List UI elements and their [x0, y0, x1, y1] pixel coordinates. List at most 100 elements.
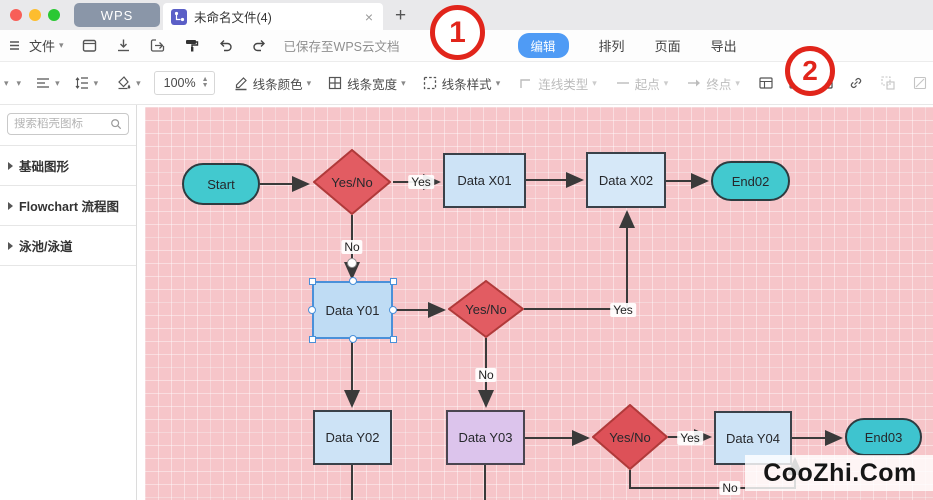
- flow-node-label: Yes/No: [609, 429, 651, 445]
- align-dropdown[interactable]: ▾: [35, 75, 60, 91]
- flow-node-data-y03[interactable]: Data Y03: [446, 410, 525, 465]
- file-menu[interactable]: 文件 ▾: [8, 36, 64, 55]
- connector-type-icon: [520, 79, 531, 88]
- line-start-icon: [616, 82, 629, 84]
- titlebar: WPS 未命名文件(4) × +: [0, 0, 933, 30]
- line-color-dropdown[interactable]: 线条颜色▾: [233, 74, 311, 93]
- flow-node-label: Data Y02: [325, 430, 380, 445]
- selection-handle[interactable]: [390, 278, 397, 285]
- download-button[interactable]: [115, 37, 132, 54]
- zoom-stepper[interactable]: ▲▼: [201, 75, 209, 89]
- flow-node-data-x01[interactable]: Data X01: [443, 153, 526, 208]
- document-tab[interactable]: 未命名文件(4) ×: [163, 3, 383, 30]
- flow-node-end02[interactable]: End02: [711, 161, 790, 201]
- edge-label: Yes: [408, 175, 434, 189]
- sidebar-item-flowchart[interactable]: Flowchart 流程图: [0, 185, 136, 225]
- flow-node-label: Yes/No: [331, 174, 373, 190]
- selection-handle[interactable]: [389, 306, 397, 314]
- flow-node-decision2[interactable]: Yes/No: [448, 280, 524, 338]
- flow-node-data-y02[interactable]: Data Y02: [313, 410, 392, 465]
- line-style-icon: [423, 76, 436, 90]
- export-file-button[interactable]: [149, 37, 166, 54]
- sidebar-item-swimlane[interactable]: 泳池/泳道: [0, 225, 136, 266]
- line-width-dropdown[interactable]: 线条宽度▾: [327, 74, 406, 93]
- collapse-triangle-icon: [8, 241, 13, 250]
- flow-node-data-x02[interactable]: Data X02: [586, 152, 666, 208]
- shape-combine-button[interactable]: [912, 75, 928, 91]
- selection-handle[interactable]: [309, 336, 316, 343]
- selection-handle[interactable]: [390, 336, 397, 343]
- close-window-button[interactable]: [10, 9, 22, 21]
- connector-type-dropdown[interactable]: 连线类型▾: [518, 74, 597, 93]
- selection-handle[interactable]: [348, 335, 357, 343]
- flow-node-start[interactable]: Start: [182, 163, 260, 205]
- export-icon: [150, 39, 164, 52]
- redo-button[interactable]: [251, 37, 268, 54]
- selection-handle[interactable]: [309, 278, 316, 285]
- edge-label: No: [719, 481, 741, 495]
- sidebar-item-basic-shapes[interactable]: 基础图形: [0, 145, 136, 185]
- save-icon: [82, 39, 96, 52]
- align-icon: [37, 78, 50, 88]
- paint-bucket-icon: [118, 76, 131, 90]
- arrange-menu[interactable]: 排列: [598, 39, 625, 54]
- flow-node-label: Start: [207, 176, 235, 192]
- line-spacing-icon: [75, 77, 88, 89]
- selection-handle[interactable]: [308, 306, 316, 314]
- line-style-dropdown[interactable]: 线条样式▾: [422, 74, 500, 93]
- window-controls: [10, 9, 60, 21]
- save-status-text: 已保存至WPS云文档: [283, 40, 400, 54]
- line-spacing-dropdown[interactable]: ▾: [74, 75, 98, 91]
- save-button[interactable]: [81, 37, 98, 54]
- collapse-triangle-icon: [8, 201, 13, 210]
- export-menu[interactable]: 导出: [710, 39, 737, 54]
- new-tab-button[interactable]: +: [395, 4, 407, 26]
- tab-close-icon[interactable]: ×: [364, 8, 373, 25]
- insert-container-button[interactable]: [758, 75, 774, 91]
- zoom-window-button[interactable]: [48, 9, 60, 21]
- undo-button[interactable]: [217, 37, 234, 54]
- redo-icon: [252, 40, 265, 52]
- shapes-sidebar: 基础图形 Flowchart 流程图 泳池/泳道: [0, 105, 137, 500]
- text-style-dropdown[interactable]: ▾: [4, 77, 9, 88]
- watermark: CooZhi.Com: [745, 455, 933, 491]
- search-icon: [111, 119, 122, 130]
- hamburger-icon: [10, 41, 19, 50]
- flow-node-decision1[interactable]: Yes/No: [313, 149, 391, 215]
- format-toolbar: ▾ ▾ ▾ ▾ ▾ 100% ▲▼ 线条颜色▾ 线条宽度▾ 线条样式▾: [0, 62, 933, 105]
- format-painter-button[interactable]: [183, 37, 200, 54]
- page-menu[interactable]: 页面: [654, 39, 681, 54]
- fill-color-dropdown[interactable]: ▾: [116, 75, 141, 91]
- annotation-step-2: 2: [785, 46, 835, 96]
- shape-combine-icon: [913, 76, 926, 90]
- flow-node-end03[interactable]: End03: [845, 418, 922, 456]
- shape-search-input[interactable]: [14, 118, 106, 130]
- flow-edge[interactable]: [524, 210, 635, 310]
- edit-mode-button[interactable]: 编辑: [517, 33, 569, 58]
- flow-node-data-y01[interactable]: Data Y01: [308, 277, 397, 343]
- text-color-dropdown[interactable]: ▾: [16, 77, 22, 88]
- edge-label: Yes: [677, 431, 703, 445]
- edge-label: No: [341, 240, 363, 254]
- line-end-label: 终点: [706, 77, 732, 92]
- shape-search-box[interactable]: [7, 113, 129, 135]
- connector-endpoint-dot[interactable]: [347, 258, 357, 268]
- line-end-dropdown[interactable]: 终点▾: [686, 74, 740, 93]
- file-menu-label: 文件: [29, 39, 56, 54]
- annotation-step-1: 1: [430, 5, 485, 60]
- chevron-down-icon: ▾: [59, 40, 64, 50]
- flow-node-decision3[interactable]: Yes/No: [592, 404, 668, 470]
- tab-title: 未命名文件(4): [194, 11, 272, 25]
- pencil-icon: [235, 77, 247, 91]
- flow-node-label: Data Y01: [325, 302, 380, 318]
- zoom-control[interactable]: 100% ▲▼: [153, 71, 215, 95]
- line-start-dropdown[interactable]: 起点▾: [615, 74, 668, 93]
- minimize-window-button[interactable]: [29, 9, 41, 21]
- flowchart-doc-icon: [171, 8, 187, 25]
- selection-handle[interactable]: [348, 277, 357, 285]
- insert-link-button[interactable]: [848, 75, 864, 91]
- wps-home-button[interactable]: WPS: [74, 3, 160, 27]
- group-button[interactable]: [880, 75, 896, 91]
